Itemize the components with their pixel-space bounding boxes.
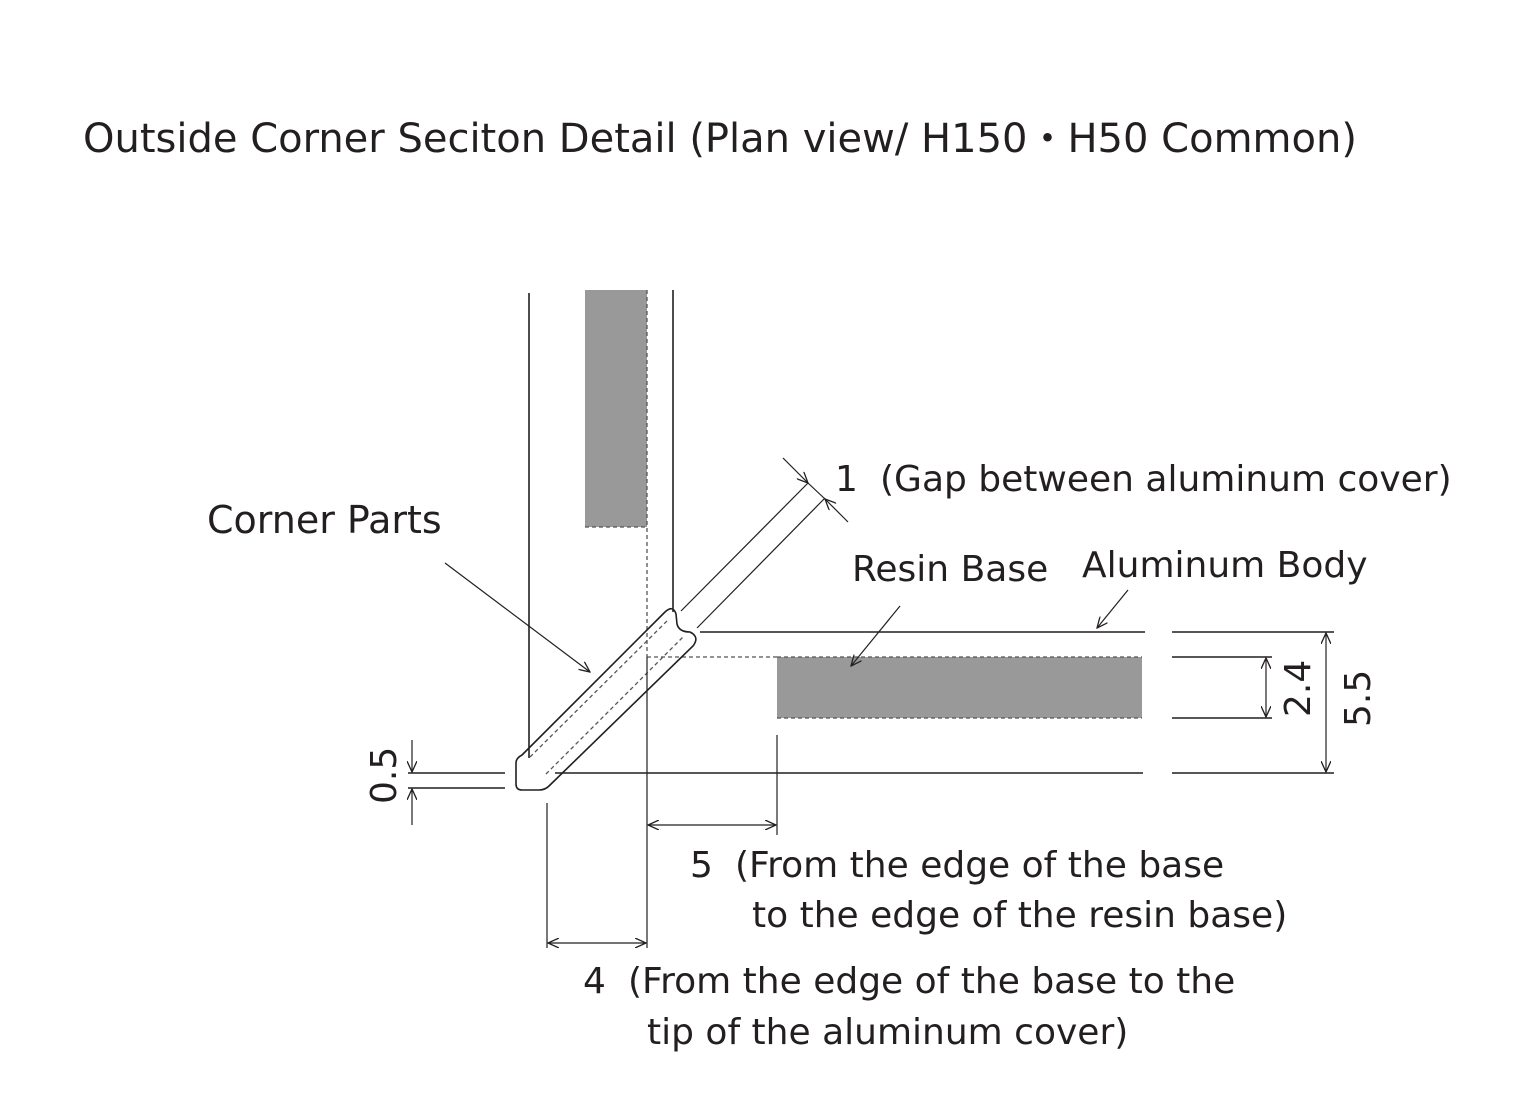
resin-height-dimension: 2.4	[1266, 658, 1319, 717]
gap-value: 1	[835, 459, 858, 500]
corner-parts-label: Corner Parts	[207, 498, 442, 542]
base-to-tip-note-2: tip of the aluminum cover)	[647, 1012, 1128, 1053]
vertical-leg	[528, 290, 674, 758]
horizontal-leg	[408, 631, 1334, 789]
base-to-resin-dimension: 5 (From the edge of the base to the edge…	[646, 657, 1287, 948]
resin-base-leader	[851, 605, 901, 666]
aluminum-body-leader	[1097, 589, 1129, 628]
offset-dimension: 0.5	[364, 740, 412, 825]
corner-parts-leader	[444, 562, 590, 672]
aluminum-body-label: Aluminum Body	[1082, 545, 1368, 586]
offset-value: 0.5	[364, 747, 405, 804]
total-height-dimension: 5.5	[1326, 633, 1379, 772]
gap-dimension: 1 (Gap between aluminum cover)	[782, 457, 1452, 523]
resin-height-value: 2.4	[1278, 660, 1319, 717]
gap-note: (Gap between aluminum cover)	[880, 459, 1452, 500]
base-to-tip-dimension: 4 (From the edge of the base to the tip …	[546, 803, 1235, 1053]
resin-base-vertical	[585, 290, 647, 527]
corner-part	[515, 482, 826, 791]
base-to-resin-value: 5	[690, 845, 713, 886]
base-to-tip-note-1: (From the edge of the base to the	[628, 961, 1235, 1002]
resin-base-horizontal	[777, 657, 1142, 718]
base-to-resin-note-2: to the edge of the resin base)	[752, 895, 1287, 936]
resin-base-label: Resin Base	[852, 549, 1048, 590]
total-height-value: 5.5	[1338, 670, 1379, 727]
base-to-tip-value: 4	[583, 961, 606, 1002]
base-to-resin-note-1: (From the edge of the base	[735, 845, 1224, 886]
diagram-title: Outside Corner Seciton Detail (Plan view…	[83, 116, 1357, 162]
